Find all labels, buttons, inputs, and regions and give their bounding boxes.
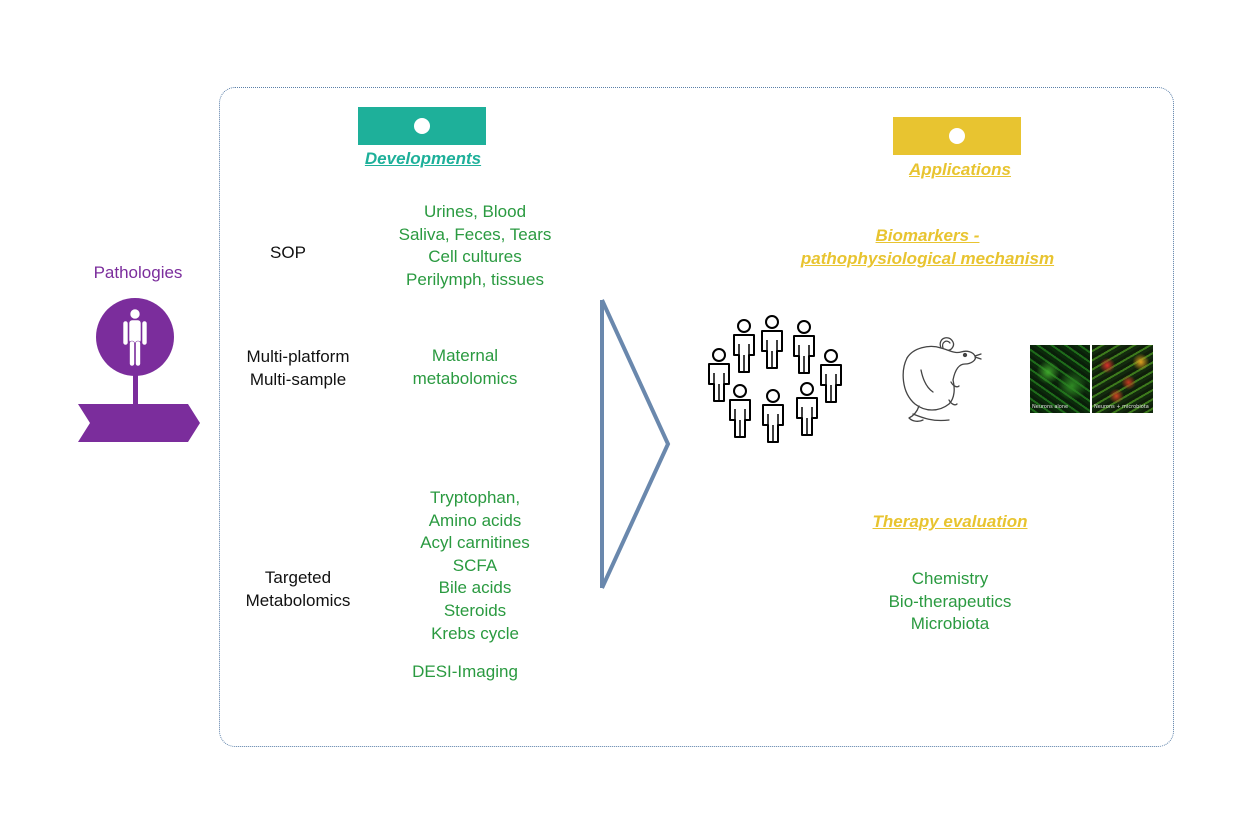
row-label-sop: SOP — [270, 243, 306, 262]
fluorescence-microscopy-image: Neurons alone Neurons + microbiota — [1030, 345, 1153, 413]
content-frame — [219, 87, 1174, 747]
row-label-multi-platform: Multi-platform Multi-sample — [246, 347, 350, 389]
chevron-right-icon — [600, 299, 671, 589]
therapy-evaluation-heading: Therapy evaluation — [872, 512, 1028, 531]
applications-header: Applications — [908, 160, 1011, 179]
pathologies-title: Pathologies — [93, 263, 183, 282]
human-body-icon — [122, 308, 148, 367]
applications-header-bar — [893, 117, 1021, 155]
developments-header: Developments — [364, 149, 482, 168]
row-label-targeted: Targeted Metabolomics — [245, 568, 351, 610]
maternal-metabolomics: Maternal metabolomics — [412, 346, 518, 388]
microscopy-panel-neurons: Neurons alone — [1030, 345, 1090, 413]
people-group-icon — [708, 315, 842, 443]
sample-types-list: Urines, Blood Saliva, Feces, Tears Cell … — [398, 202, 552, 289]
developments-header-bar — [358, 107, 486, 145]
mouse-icon — [902, 337, 982, 422]
therapy-list: Chemistry Bio-therapeutics Microbiota — [888, 569, 1012, 634]
biomarkers-heading: Biomarkers - pathophysiological mechanis… — [800, 226, 1055, 268]
targeted-metabolites-list: Tryptophan, Amino acids Acyl carnitines … — [420, 488, 530, 643]
pathology-banner — [78, 404, 200, 442]
pathology-pin — [78, 298, 200, 442]
microscopy-panel-neurons-microbiota: Neurons + microbiota — [1092, 345, 1153, 413]
desi-imaging: DESI-Imaging — [412, 662, 518, 681]
